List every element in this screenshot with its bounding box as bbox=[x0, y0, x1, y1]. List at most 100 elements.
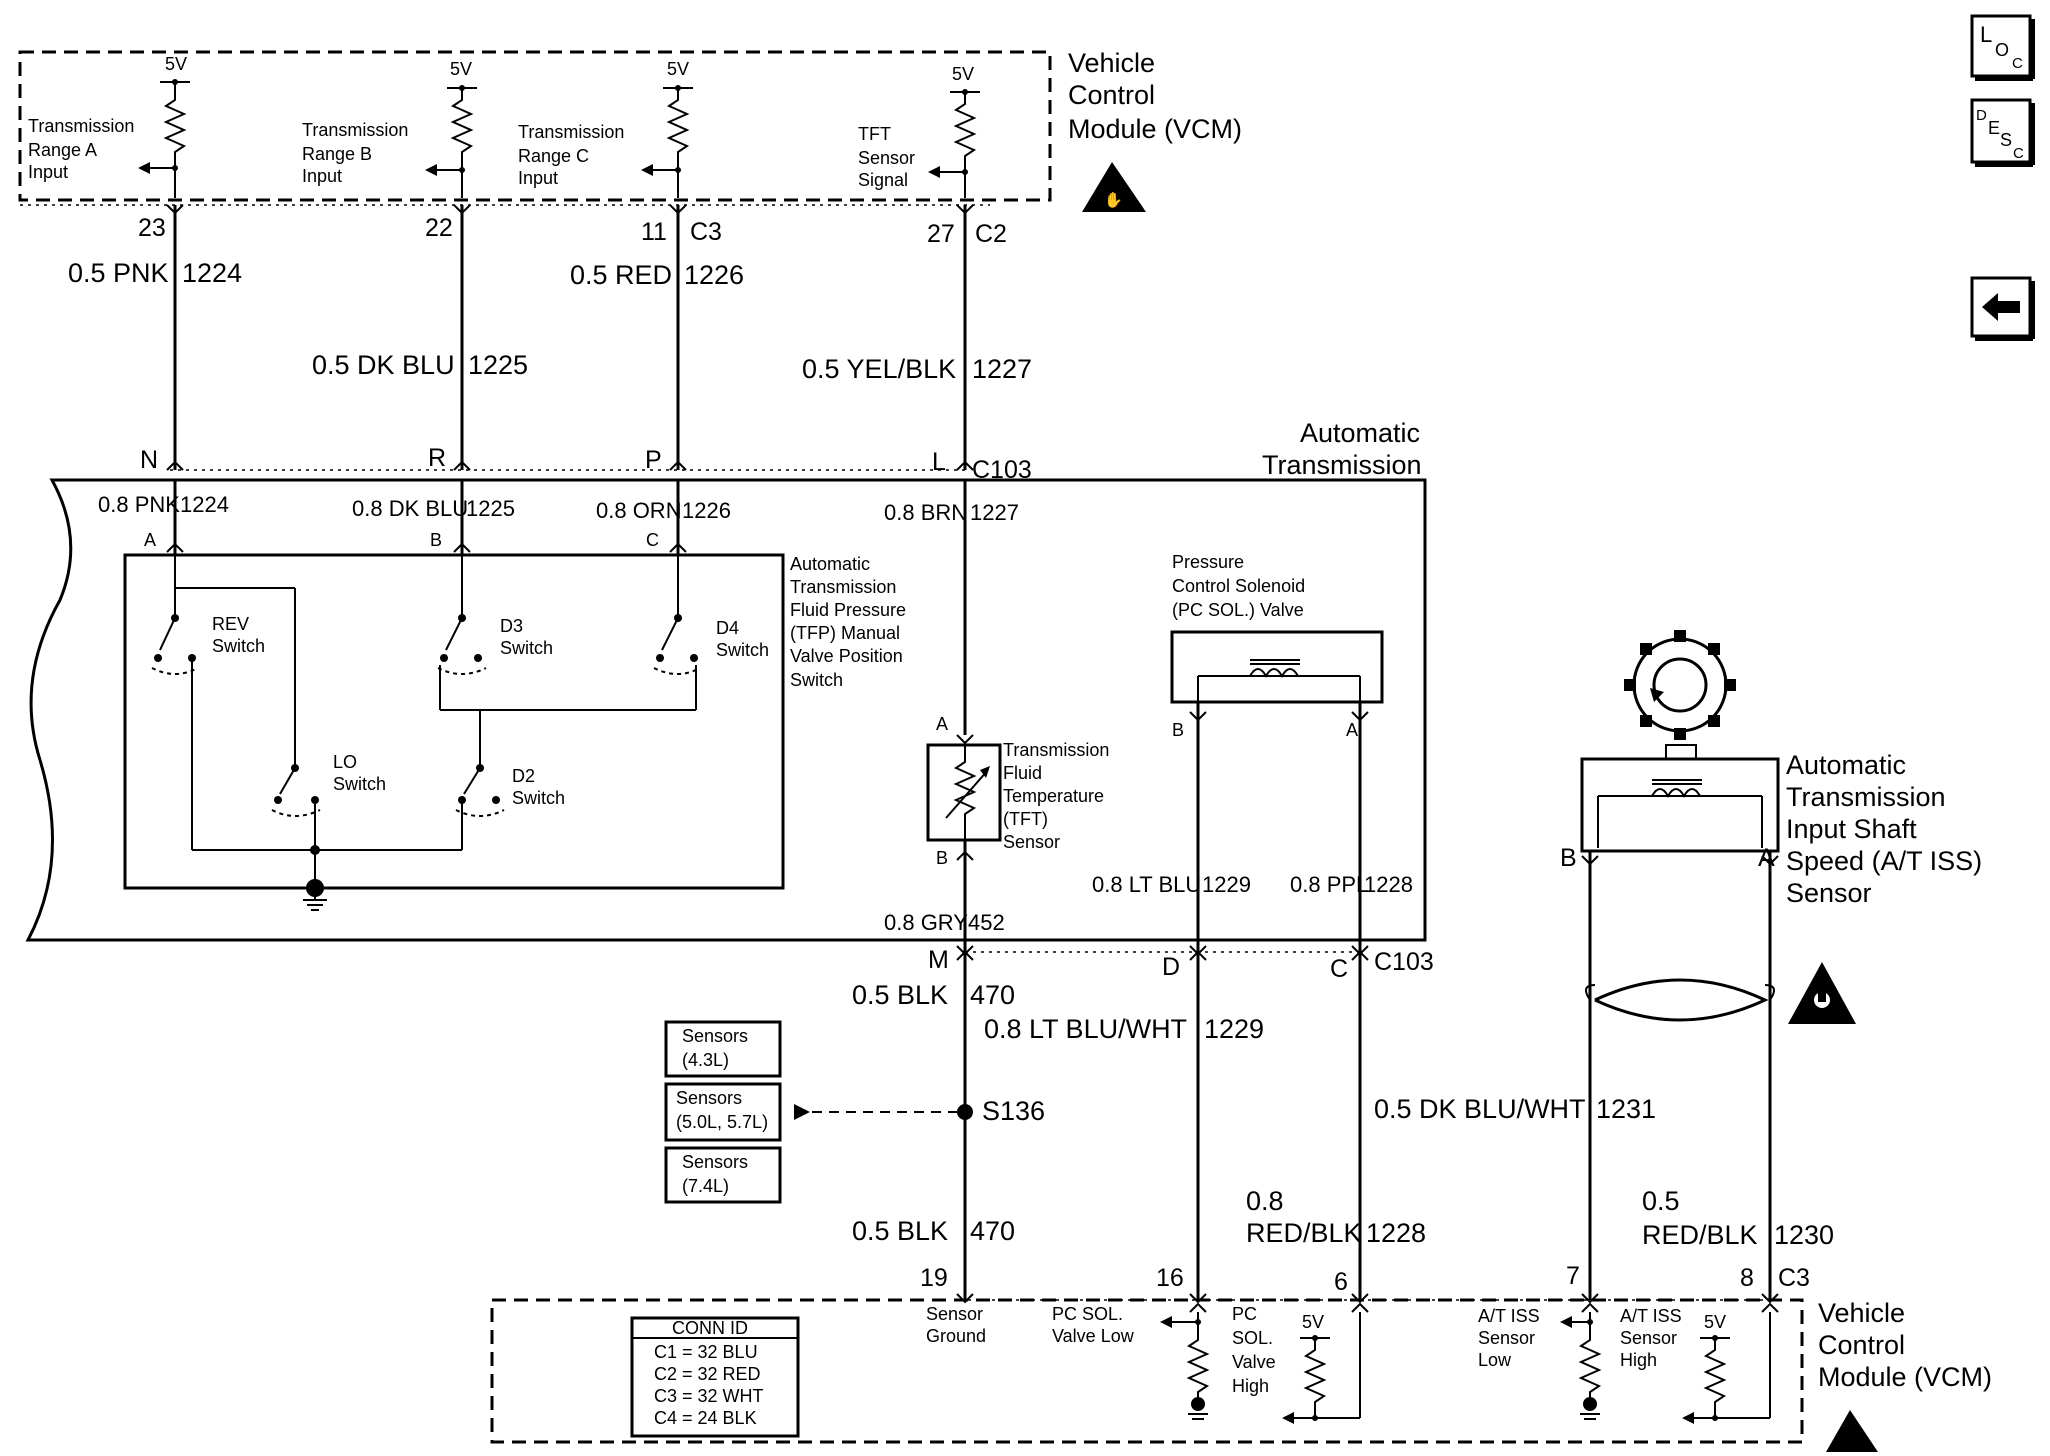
label-line: (7.4L) bbox=[682, 1176, 729, 1196]
vcm-pin-16: 16 bbox=[1156, 1264, 1184, 1292]
pin-22: 22 bbox=[425, 214, 453, 242]
inner-wire-label: 0.8 BRN bbox=[884, 500, 967, 525]
back-button[interactable] bbox=[1970, 276, 2035, 341]
label-line: (5.0L, 5.7L) bbox=[676, 1112, 768, 1132]
desc-letter: C bbox=[2013, 145, 2024, 162]
label-line: Automatic bbox=[790, 554, 870, 574]
pc-circuit-a: 1228 bbox=[1364, 872, 1413, 897]
tfp-pin-b: B bbox=[430, 530, 442, 550]
d3-switch-label: Switch bbox=[500, 638, 553, 658]
conn-id-row: C1 = 32 BLU bbox=[654, 1342, 758, 1362]
svg-text:✋: ✋ bbox=[1104, 191, 1123, 209]
wire-color-label: 0.5 DK BLU bbox=[312, 350, 455, 380]
tft-pin-b: B bbox=[936, 848, 948, 868]
wire-color-label: 0.5 RED bbox=[570, 260, 672, 290]
conn-c3-bottom: C3 bbox=[1778, 1264, 1810, 1292]
label-line: Input bbox=[302, 166, 342, 186]
vcm-top-title-1: Vehicle bbox=[1068, 48, 1155, 78]
loc-letter: L bbox=[1980, 22, 1992, 47]
iss-high-circuit: 1230 bbox=[1774, 1220, 1834, 1250]
label-line: Transmission bbox=[28, 116, 134, 136]
ground-icon bbox=[303, 888, 327, 911]
location-button[interactable]: L O C bbox=[1970, 14, 2035, 81]
label-line: (PC SOL.) Valve bbox=[1172, 600, 1304, 620]
label-line: Sensors bbox=[682, 1152, 748, 1172]
vcm-bottom-title: Control bbox=[1818, 1330, 1905, 1360]
vcm-pin-8: 8 bbox=[1740, 1264, 1754, 1292]
lo-switch-label: Switch bbox=[333, 774, 386, 794]
circuit-number: 1225 bbox=[468, 350, 528, 380]
vcm-pin-7: 7 bbox=[1566, 1262, 1580, 1290]
vcm-pin-19: 19 bbox=[920, 1264, 948, 1292]
label-line: Input Shaft bbox=[1786, 814, 1917, 844]
trans-title-1: Automatic bbox=[1300, 418, 1420, 448]
description-button[interactable]: D E S C bbox=[1970, 98, 2035, 167]
c103-top-connector: N R P L C103 bbox=[140, 444, 1032, 484]
label-line: Signal bbox=[858, 170, 908, 190]
label-line: Valve Position bbox=[790, 646, 903, 666]
label-line: Sensor bbox=[1478, 1328, 1535, 1348]
d4-switch-label: Switch bbox=[716, 640, 769, 660]
pc-high-circuit: 1228 bbox=[1366, 1218, 1426, 1248]
label-line: Fluid bbox=[1003, 763, 1042, 783]
loc-letter: O bbox=[1995, 40, 2009, 60]
pc-low-wire: 0.8 LT BLU/WHT bbox=[984, 1014, 1187, 1044]
splice-label: S136 bbox=[982, 1096, 1045, 1126]
tfp-pin-a: A bbox=[144, 530, 156, 550]
tft-ground-wire: 0.8 GRY bbox=[884, 910, 968, 935]
tfp-switch-box: A B C REV Switch LO Switch D3 Switch bbox=[123, 530, 785, 911]
label-line: Transmission bbox=[1786, 782, 1946, 812]
label-line: TFT bbox=[858, 124, 891, 144]
top-wire-runs bbox=[166, 204, 974, 470]
ground-wire-1: 0.5 BLK bbox=[852, 980, 948, 1010]
sensor-references: Sensors (4.3L) Sensors (5.0L, 5.7L) Sens… bbox=[664, 1020, 958, 1204]
pc-circuit-b: 1229 bbox=[1202, 872, 1251, 897]
label-line: Transmission bbox=[1003, 740, 1109, 760]
ground-circuit-1: 470 bbox=[970, 980, 1015, 1010]
label-line: PC bbox=[1232, 1304, 1257, 1324]
vcm-bottom-title: Vehicle bbox=[1818, 1298, 1905, 1328]
wire-color-label: 0.5 YEL/BLK bbox=[802, 354, 956, 384]
vcm-pin-6: 6 bbox=[1334, 1268, 1348, 1296]
label-line: Low bbox=[1478, 1350, 1512, 1370]
label-line: Speed (A/T ISS) bbox=[1786, 846, 1982, 876]
inner-circuit: 1224 bbox=[180, 492, 229, 517]
pc-low-circuit: 1229 bbox=[1204, 1014, 1264, 1044]
wire-color-label: 0.5 PNK bbox=[68, 258, 169, 288]
pc-pin-a: A bbox=[1346, 720, 1358, 740]
tft-ground-circuit: 452 bbox=[968, 910, 1005, 935]
loc-letter: C bbox=[2012, 55, 2023, 72]
label-line: Sensor bbox=[926, 1304, 983, 1324]
circuit-number: 1227 bbox=[972, 354, 1032, 384]
label-line: Range C bbox=[518, 146, 589, 166]
desc-letter: D bbox=[1976, 107, 1987, 124]
splice-s136-dot bbox=[957, 1104, 973, 1120]
inner-wire-label: 0.8 DK BLU bbox=[352, 496, 468, 521]
d3-switch-label: D3 bbox=[500, 616, 523, 636]
vcm-bottom-title: Module (VCM) bbox=[1818, 1362, 1992, 1392]
5v-label: 5V bbox=[450, 59, 472, 79]
conn-id-row: C2 = 32 RED bbox=[654, 1364, 761, 1384]
d2-switch-label: D2 bbox=[512, 766, 535, 786]
iss-low-wire: 0.5 DK BLU/WHT bbox=[1374, 1094, 1586, 1124]
iss-pin-b: B bbox=[1560, 844, 1577, 872]
arrow-left-icon bbox=[1982, 293, 2020, 321]
desc-letter: S bbox=[2000, 130, 2012, 150]
conn-id-row: C3 = 32 WHT bbox=[654, 1386, 764, 1406]
vcm-top-title-3: Module (VCM) bbox=[1068, 114, 1242, 144]
5v-label: 5V bbox=[1704, 1312, 1726, 1332]
label-line: Input bbox=[28, 162, 68, 182]
label-line: Sensors bbox=[682, 1026, 748, 1046]
5v-label: 5V bbox=[165, 54, 187, 74]
c103-bottom-connector: M D C C103 bbox=[928, 945, 1434, 983]
label-line: Fluid Pressure bbox=[790, 600, 906, 620]
conn-id-title: CONN ID bbox=[672, 1318, 748, 1338]
conn-id-row: C4 = 24 BLK bbox=[654, 1408, 757, 1428]
pc-wire-b: 0.8 LT BLU bbox=[1092, 872, 1201, 897]
inner-circuit: 1227 bbox=[970, 500, 1019, 525]
tfp-pin-c: C bbox=[646, 530, 659, 550]
tft-pin-a: A bbox=[936, 714, 948, 734]
5v-label: 5V bbox=[952, 64, 974, 84]
trans-pin-d: D bbox=[1162, 953, 1180, 981]
trans-pin-m: M bbox=[928, 946, 949, 974]
